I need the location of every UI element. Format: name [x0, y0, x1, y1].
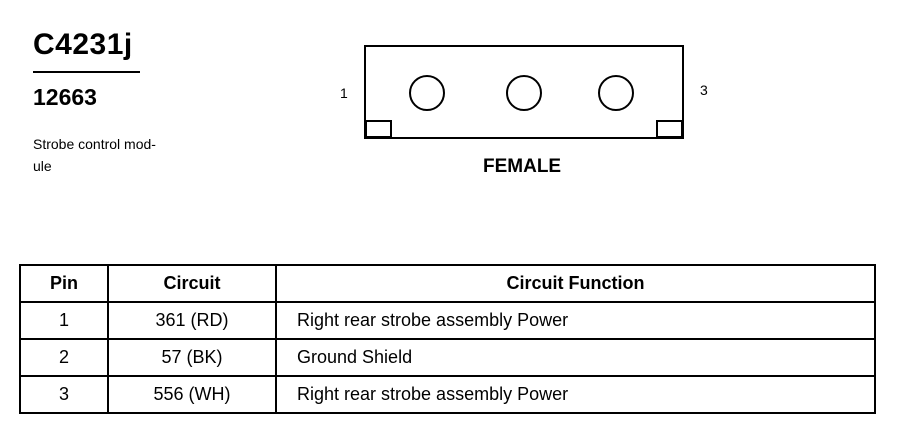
header-circuit: Circuit — [107, 264, 277, 303]
pin-label-right: 3 — [700, 82, 708, 98]
header-pin: Pin — [19, 264, 109, 303]
title-underline — [33, 71, 140, 73]
connector-housing — [364, 45, 684, 139]
cell-circuit-function: Right rear strobe assembly Power — [275, 301, 876, 340]
pin-label-left: 1 — [340, 85, 348, 101]
cell-pin: 1 — [19, 301, 109, 340]
connector-id: C4231j — [33, 28, 133, 61]
cell-circuit-function: Right rear strobe assembly Power — [275, 375, 876, 414]
pin-cavity-1 — [409, 75, 445, 111]
description-line-1: Strobe control mod- — [33, 136, 156, 152]
cell-pin: 3 — [19, 375, 109, 414]
connector-description: Strobe control mod- ule — [33, 133, 183, 177]
header-circuit-function: Circuit Function — [275, 264, 876, 303]
cell-circuit: 57 (BK) — [107, 338, 277, 377]
locking-tab-left — [365, 120, 392, 138]
table-row: 3 556 (WH) Right rear strobe assembly Po… — [19, 375, 876, 414]
connector-gender-label: FEMALE — [483, 156, 562, 177]
cell-circuit-function: Ground Shield — [275, 338, 876, 377]
cell-circuit: 556 (WH) — [107, 375, 277, 414]
locking-tab-right — [656, 120, 683, 138]
pinout-table: Pin Circuit Circuit Function 1 361 (RD) … — [19, 264, 876, 414]
table-row: 2 57 (BK) Ground Shield — [19, 338, 876, 377]
pin-cavity-3 — [598, 75, 634, 111]
connector-face-diagram — [364, 45, 684, 139]
cell-circuit: 361 (RD) — [107, 301, 277, 340]
part-number: 12663 — [33, 84, 97, 110]
pin-cavity-2 — [506, 75, 542, 111]
cell-pin: 2 — [19, 338, 109, 377]
table-row: 1 361 (RD) Right rear strobe assembly Po… — [19, 301, 876, 340]
description-line-2: ule — [33, 158, 52, 174]
table-header-row: Pin Circuit Circuit Function — [19, 264, 876, 303]
